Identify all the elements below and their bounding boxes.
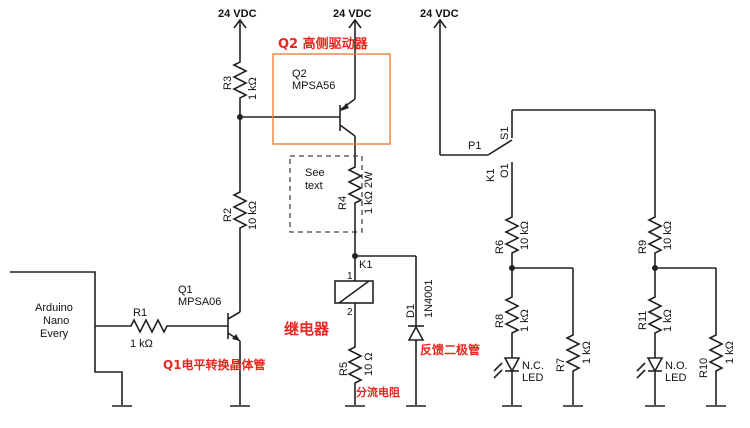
d1-part: 1N4001	[423, 279, 435, 318]
annotation-relay: 继电器	[284, 320, 330, 338]
supply-left: 24 VDC	[218, 8, 257, 55]
transistor-q1: Q1 MPSA06	[178, 284, 241, 405]
resistor-r10: R10 1 kΩ	[698, 330, 736, 405]
resistor-r3: R3 1 kΩ	[222, 55, 259, 105]
led-no-line1: N.O.	[665, 360, 688, 372]
relay-contacts-k1: P1 S1 O1 K1	[440, 109, 655, 210]
q1-part: MPSA06	[178, 296, 221, 308]
arduino-line3: Every	[40, 328, 69, 340]
resistor-r4: R4 1 kΩ 2W	[337, 160, 375, 214]
annotation-q1-shifter: Q1电平转换晶体管	[163, 357, 266, 372]
see-text-box	[289, 155, 363, 233]
arduino-line2: Nano	[43, 315, 69, 327]
resistor-r2: R2 10 kΩ	[222, 185, 259, 236]
supply-left-label: 24 VDC	[218, 8, 257, 20]
led-no-line2: LED	[665, 372, 686, 384]
r6-value: 10 kΩ	[519, 221, 531, 250]
relay-coil-k1: K1 1 2	[334, 259, 374, 340]
d1-ref: D1	[405, 304, 417, 318]
r8-value: 1 kΩ	[519, 309, 531, 332]
r5-ref: R5	[338, 362, 350, 376]
relay-pin1: 1	[347, 271, 353, 282]
see-text-line1: See	[305, 167, 325, 179]
r4-value: 1 kΩ 2W	[363, 171, 375, 214]
led-no: N.O. LED	[636, 357, 688, 405]
contact-p1: P1	[468, 140, 481, 152]
supply-center: 24 VDC	[333, 8, 372, 92]
diode-d1: D1 1N4001	[405, 279, 435, 407]
q2-part: MPSA56	[292, 80, 335, 92]
r7-value: 1 kΩ	[581, 341, 593, 364]
resistor-r11: R11 1 kΩ	[637, 292, 674, 340]
q2-ref: Q2	[292, 68, 307, 80]
r1-ref: R1	[133, 307, 147, 319]
led-nc: N.C. LED	[493, 357, 544, 405]
contact-s1: S1	[499, 127, 511, 140]
resistor-r7: R7 1 kΩ	[555, 330, 593, 405]
annotation-shunt: 分流电阻	[356, 385, 400, 399]
r3-value: 1 kΩ	[247, 77, 259, 100]
r7-ref: R7	[555, 358, 567, 372]
r9-ref: R9	[637, 240, 649, 254]
resistor-r1: R1 1 kΩ	[125, 307, 173, 350]
annotation-flyback: 反馈二极管	[420, 342, 480, 357]
r2-ref: R2	[222, 208, 234, 222]
relay-ref: K1	[359, 259, 372, 271]
r4-ref: R4	[337, 196, 349, 210]
r1-value: 1 kΩ	[130, 338, 153, 350]
annotation-q2-driver: Q2 高侧驱动器	[278, 36, 369, 52]
r10-ref: R10	[698, 358, 710, 378]
r2-value: 10 kΩ	[247, 201, 259, 230]
contact-k1: K1	[485, 169, 497, 182]
r10-value: 1 kΩ	[724, 341, 736, 364]
r6-ref: R6	[494, 240, 506, 254]
supply-right: 24 VDC	[420, 8, 459, 155]
see-text-line2: text	[305, 180, 323, 192]
q2-highlight-box	[272, 53, 391, 145]
led-nc-line1: N.C.	[522, 360, 544, 372]
supply-right-label: 24 VDC	[420, 8, 459, 20]
relay-pin2: 2	[347, 307, 353, 318]
r9-value: 10 kΩ	[662, 221, 674, 250]
r8-ref: R8	[494, 314, 506, 328]
resistor-r9: R9 10 kΩ	[637, 210, 674, 258]
r11-ref: R11	[637, 311, 649, 330]
transistor-q2: Q2 MPSA56	[292, 68, 356, 160]
supply-center-label: 24 VDC	[333, 8, 372, 20]
resistor-r6: R6 10 kΩ	[494, 210, 531, 258]
contact-o1: O1	[499, 163, 511, 178]
r5-value: 10 Ω	[363, 352, 375, 376]
led-nc-line2: LED	[522, 372, 543, 384]
r11-value: 1 kΩ	[662, 309, 674, 332]
r3-ref: R3	[222, 76, 234, 90]
q1-ref: Q1	[178, 284, 193, 296]
arduino-line1: Arduino	[35, 302, 73, 314]
arduino-nano-every: Arduino Nano Every	[10, 271, 132, 407]
resistor-r5: R5 10 Ω	[338, 340, 375, 390]
resistor-r8: R8 1 kΩ	[494, 292, 531, 340]
